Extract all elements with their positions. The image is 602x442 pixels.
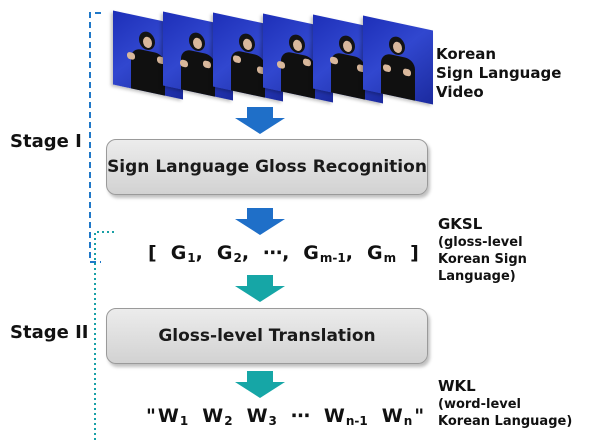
wkl-title: WKL: [438, 377, 476, 395]
video-label-line-1: Korean: [436, 45, 497, 63]
translation-box-label: Gloss-level Translation: [158, 326, 376, 346]
gloss-token: Gm-1,: [303, 242, 353, 265]
gloss-sequence: [ G1, G2, ⋯, Gm-1, Gm]: [148, 242, 419, 265]
stage2-label: Stage II: [10, 322, 89, 343]
gksl-desc-line-2: Korean Sign Language): [438, 252, 527, 284]
wkl-desc-line-2: Korean Language): [438, 414, 573, 429]
gloss-token: ⋯,: [263, 242, 290, 264]
wkl-label: WKL (word-level Korean Language): [438, 377, 572, 430]
gloss-token: G1,: [170, 242, 203, 265]
video-frame: [363, 15, 433, 105]
video-label-line-3: Video: [436, 83, 484, 101]
stage1-bracket: [89, 12, 101, 263]
stage2-bracket: [94, 231, 114, 442]
word-close: ": [414, 405, 425, 427]
word-token: ⋯: [290, 405, 310, 427]
translation-box: Gloss-level Translation: [106, 308, 428, 364]
wkl-desc-line-1: (word-level: [438, 397, 522, 412]
arrow-recognition-to-gksl: [235, 208, 285, 235]
word-token: W3: [246, 405, 277, 428]
stage1-label: Stage I: [10, 131, 82, 152]
arrow-video-to-recognition: [235, 107, 285, 134]
signer-hand: [277, 60, 285, 70]
signer-hand: [127, 51, 135, 61]
recognition-box: Sign Language Gloss Recognition: [106, 139, 428, 195]
gloss-open: [: [148, 242, 157, 264]
gloss-token: G2,: [216, 242, 250, 265]
arrow-gksl-to-translation: [235, 275, 285, 302]
gloss-close: ]: [410, 242, 419, 264]
word-open: ": [146, 405, 156, 427]
word-token: W1: [157, 405, 189, 428]
gksl-label: GKSL (gloss-level Korean Sign Language): [438, 215, 602, 285]
gksl-desc-line-1: (gloss-level: [438, 235, 523, 250]
gloss-token: Gm: [366, 242, 397, 265]
recognition-box-label: Sign Language Gloss Recognition: [107, 157, 427, 177]
gksl-title: GKSL: [438, 215, 483, 233]
video-label: Korean Sign Language Video: [436, 45, 561, 102]
word-token: Wn-1: [323, 405, 368, 428]
arrow-translation-to-wkl: [235, 371, 285, 398]
video-label-line-2: Sign Language: [436, 64, 562, 82]
word-token: W2: [202, 405, 233, 428]
word-token: Wn: [381, 405, 413, 428]
